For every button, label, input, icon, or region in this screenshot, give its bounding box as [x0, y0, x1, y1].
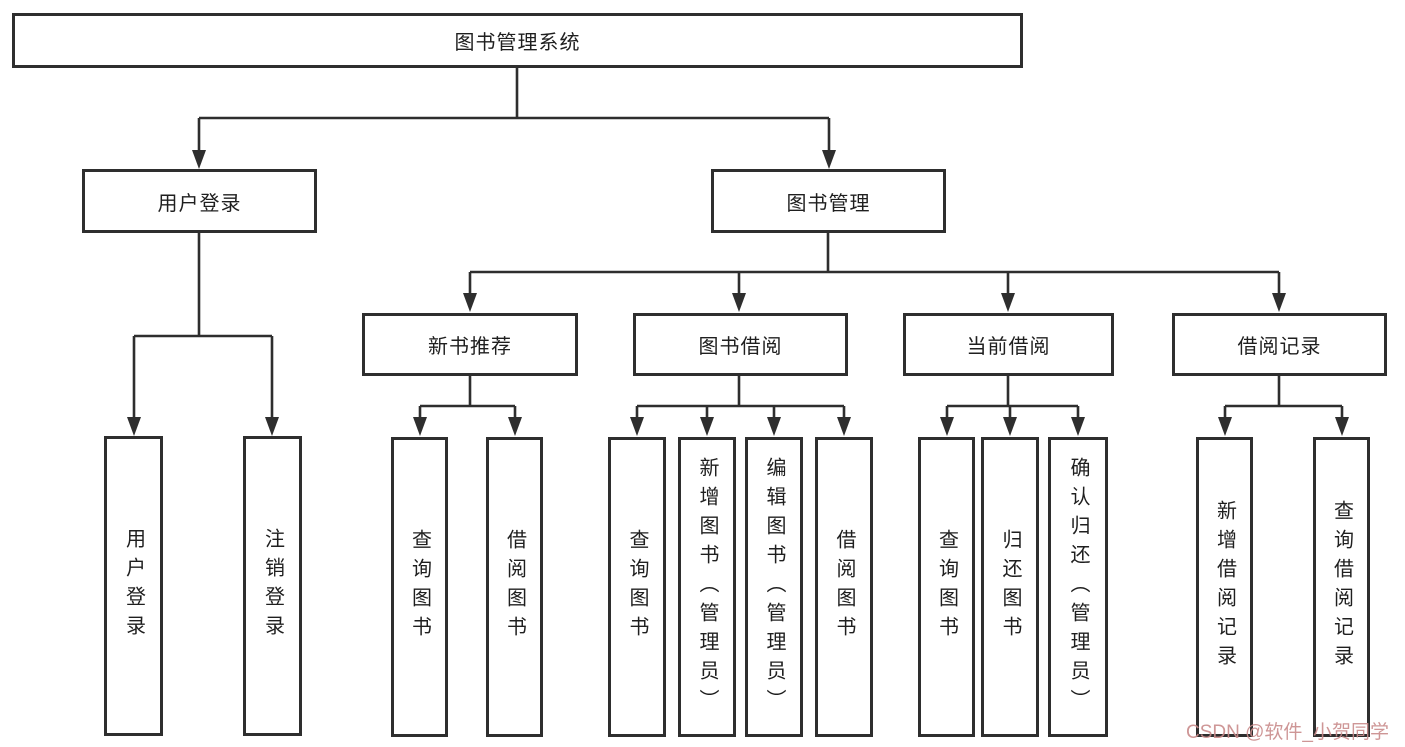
- leaf-bb-add-books-admin-label: 新增图书（管理员）: [696, 456, 718, 718]
- csdn-watermark: CSDN @软件_小贺同学: [1186, 722, 1389, 743]
- leaf-br-query-record: 查询借阅记录: [1313, 437, 1370, 737]
- leaf-bb-edit-books-admin: 编辑图书（管理员）: [745, 437, 803, 737]
- leaf-br-query-record-label: 查询借阅记录: [1330, 500, 1353, 674]
- node-borrowing-records: 借阅记录: [1172, 313, 1387, 376]
- node-borrowing-records-label: 借阅记录: [1237, 336, 1322, 358]
- leaf-bb-add-books-admin: 新增图书（管理员）: [678, 437, 736, 737]
- leaf-bb-edit-books-admin-label: 编辑图书（管理员）: [763, 456, 785, 718]
- arrowhead-icons: [127, 150, 1349, 436]
- node-current-borrowing-label: 当前借阅: [966, 336, 1051, 358]
- leaf-br-add-record: 新增借阅记录: [1196, 437, 1253, 737]
- node-book-management-label: 图书管理: [786, 192, 871, 215]
- leaf-nb-query-books-label: 查询图书: [408, 529, 431, 645]
- node-book-management: 图书管理: [711, 169, 946, 233]
- leaf-cb-query-books: 查询图书: [918, 437, 975, 737]
- node-new-book-recommend-label: 新书推荐: [428, 336, 512, 358]
- node-root-system: 图书管理系统: [12, 13, 1023, 68]
- node-new-book-recommend: 新书推荐: [362, 313, 578, 376]
- node-user-login: 用户登录: [82, 169, 317, 233]
- node-book-borrowing: 图书借阅: [633, 313, 848, 376]
- leaf-bb-borrow-books: 借阅图书: [815, 437, 873, 737]
- leaf-logout-label: 注销登录: [261, 528, 284, 644]
- leaf-cb-confirm-return-admin-label: 确认归还（管理员）: [1067, 456, 1089, 718]
- leaf-user-login: 用户登录: [104, 436, 163, 736]
- leaf-bb-borrow-books-label: 借阅图书: [833, 529, 855, 645]
- node-current-borrowing: 当前借阅: [903, 313, 1114, 376]
- leaf-cb-confirm-return-admin: 确认归还（管理员）: [1048, 437, 1108, 737]
- leaf-nb-borrow-books: 借阅图书: [486, 437, 543, 737]
- leaf-cb-return-books-label: 归还图书: [999, 529, 1021, 645]
- leaf-bb-query-books-label: 查询图书: [626, 529, 648, 645]
- node-user-login-label: 用户登录: [157, 192, 242, 215]
- node-root-system-label: 图书管理系统: [454, 32, 581, 54]
- node-book-borrowing-label: 图书借阅: [698, 336, 783, 358]
- leaf-nb-borrow-books-label: 借阅图书: [503, 529, 526, 645]
- leaf-cb-query-books-label: 查询图书: [935, 529, 958, 645]
- leaf-br-add-record-label: 新增借阅记录: [1213, 500, 1236, 674]
- leaf-nb-query-books: 查询图书: [391, 437, 448, 737]
- leaf-cb-return-books: 归还图书: [981, 437, 1039, 737]
- leaf-bb-query-books: 查询图书: [608, 437, 666, 737]
- leaf-logout: 注销登录: [243, 436, 302, 736]
- leaf-user-login-label: 用户登录: [122, 528, 145, 644]
- connector-segments: [132, 68, 1344, 420]
